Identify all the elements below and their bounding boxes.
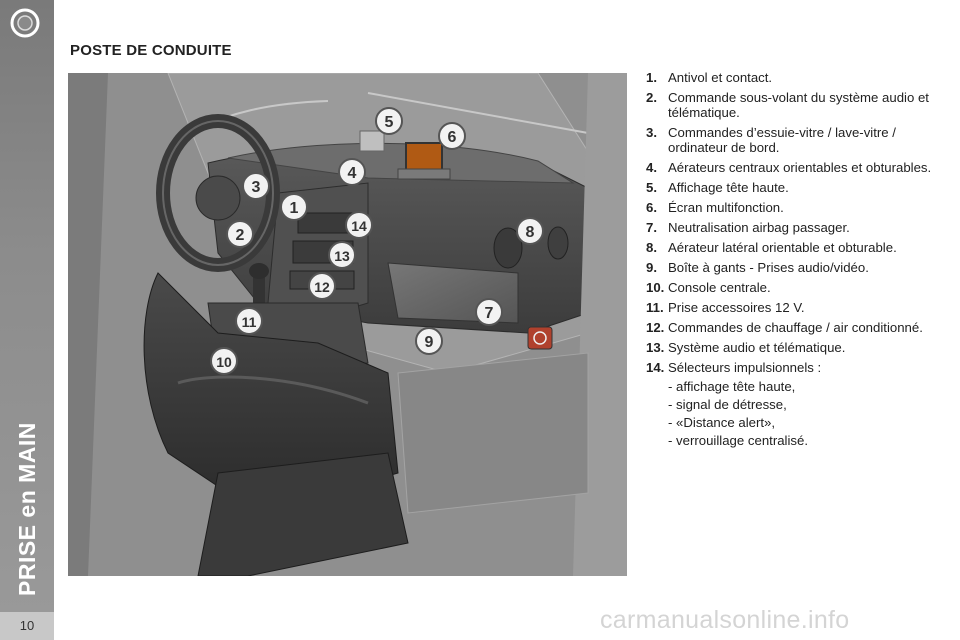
legend-text: Aérateur latéral orientable et obturable…	[668, 240, 897, 255]
legend-text: Neutralisation airbag passager.	[668, 220, 850, 235]
legend-number: 8.	[646, 240, 657, 255]
callout-3: 3	[242, 172, 270, 200]
legend-item-7: 7. Neutralisation airbag passager.	[646, 220, 946, 235]
legend-number: 4.	[646, 160, 657, 175]
legend-item-8: 8. Aérateur latéral orientable et obturab…	[646, 240, 946, 255]
legend-sub-item: - verrouillage centralisé.	[668, 433, 808, 448]
legend-item-12: 12.Commandes de chauffage / air conditio…	[646, 320, 946, 335]
legend-number: 2.	[646, 90, 657, 105]
legend-item-1: 1. Antivol et contact.	[646, 70, 946, 85]
legend-number: 6.	[646, 200, 657, 215]
watermark: carmanualsonline.info	[600, 606, 850, 634]
svg-text:5: 5	[385, 114, 394, 131]
svg-text:14: 14	[351, 218, 367, 234]
legend-text: Système audio et télématique.	[668, 340, 846, 355]
legend-text: Affichage tête haute.	[668, 180, 789, 195]
legend-text: Commande sous-volant du système audio et…	[668, 90, 929, 120]
callout-layer: 1 2 3 4 5 6 7 8 9 10 11 12 13 14	[210, 107, 544, 375]
legend-text: Boîte à gants - Prises audio/vidéo.	[668, 260, 869, 275]
callout-8: 8	[516, 217, 544, 245]
legend-text: Console centrale.	[668, 280, 771, 295]
callout-6: 6	[438, 122, 466, 150]
dashboard-drawing	[68, 73, 627, 576]
legend-item-13: 13.Système audio et télématique.	[646, 340, 946, 355]
legend-number: 1.	[646, 70, 657, 85]
callout-13: 13	[328, 241, 356, 269]
svg-text:2: 2	[236, 227, 245, 244]
callout-14: 14	[345, 211, 373, 239]
legend-number: 14.	[646, 360, 665, 375]
chapter-logo-icon	[10, 8, 40, 38]
legend-item-2: 2. Commande sous-volant du système audio …	[646, 90, 946, 120]
legend-number: 7.	[646, 220, 657, 235]
legend-text: Aérateurs centraux orientables et obtura…	[668, 160, 932, 175]
legend-number: 11.	[646, 300, 664, 315]
svg-text:9: 9	[425, 334, 434, 351]
legend-text: Sélecteurs impulsionnels :	[668, 360, 822, 375]
legend-item-3: 3. Commandes d’essuie-vitre / lave-vitre …	[646, 125, 946, 155]
legend-item-10: 10.Console centrale.	[646, 280, 946, 295]
legend-text: Commandes d’essuie-vitre / lave-vitre / …	[668, 125, 896, 155]
svg-text:6: 6	[448, 129, 457, 146]
legend-sub-item: - affichage tête haute,	[668, 379, 796, 394]
legend-number: 9.	[646, 260, 657, 275]
legend-item-5: 5. Affichage tête haute.	[646, 180, 946, 195]
svg-text:7: 7	[485, 305, 494, 322]
legend-item-9: 9. Boîte à gants - Prises audio/vidéo.	[646, 260, 946, 275]
sidebar: PRISE en MAIN 10	[0, 0, 54, 640]
legend-list: 1. Antivol et contact. 2. Commande sous-vo…	[646, 70, 946, 453]
page-title: POSTE DE CONDUITE	[70, 42, 232, 59]
legend-number: 13.	[646, 340, 665, 355]
legend-item-6: 6. Écran multifonction.	[646, 200, 946, 215]
callout-4: 4	[338, 158, 366, 186]
callout-11: 11	[235, 307, 263, 335]
callout-5: 5	[375, 107, 403, 135]
legend-sub-item: - «Distance alert»,	[668, 415, 776, 430]
svg-text:12: 12	[314, 279, 330, 295]
legend-item-4: 4. Aérateurs centraux orientables et obtu…	[646, 160, 946, 175]
legend-item-14: 14.Sélecteurs impulsionnels : - affichag…	[646, 360, 946, 448]
callout-2: 2	[226, 220, 254, 248]
legend-text: Commandes de chauffage / air conditionné…	[668, 320, 923, 335]
legend-sub-item: - signal de détresse,	[668, 397, 787, 412]
legend-item-11: 11. Prise accessoires 12 V.	[646, 300, 946, 315]
legend-number: 12.	[646, 320, 665, 335]
svg-text:11: 11	[242, 314, 257, 330]
callout-12: 12	[308, 272, 336, 300]
callout-1: 1	[280, 193, 308, 221]
legend-text: Écran multifonction.	[668, 200, 784, 215]
svg-text:3: 3	[252, 179, 261, 196]
callout-7: 7	[475, 298, 503, 326]
legend-sub-list: - affichage tête haute, - signal de détr…	[668, 379, 946, 448]
legend-number: 10.	[646, 280, 665, 295]
svg-text:4: 4	[348, 165, 357, 182]
svg-text:8: 8	[526, 224, 535, 241]
legend-number: 5.	[646, 180, 657, 195]
callout-9: 9	[415, 327, 443, 355]
svg-text:1: 1	[290, 200, 299, 217]
svg-text:13: 13	[334, 248, 350, 264]
dashboard-illustration: 1 2 3 4 5 6 7 8 9 10 11 12 13 14	[68, 73, 627, 576]
legend-text: Prise accessoires 12 V.	[668, 300, 805, 315]
svg-text:10: 10	[216, 354, 232, 370]
legend-number: 3.	[646, 125, 657, 140]
legend-text: Antivol et contact.	[668, 70, 773, 85]
page-number: 10	[0, 612, 54, 640]
callout-10: 10	[210, 347, 238, 375]
